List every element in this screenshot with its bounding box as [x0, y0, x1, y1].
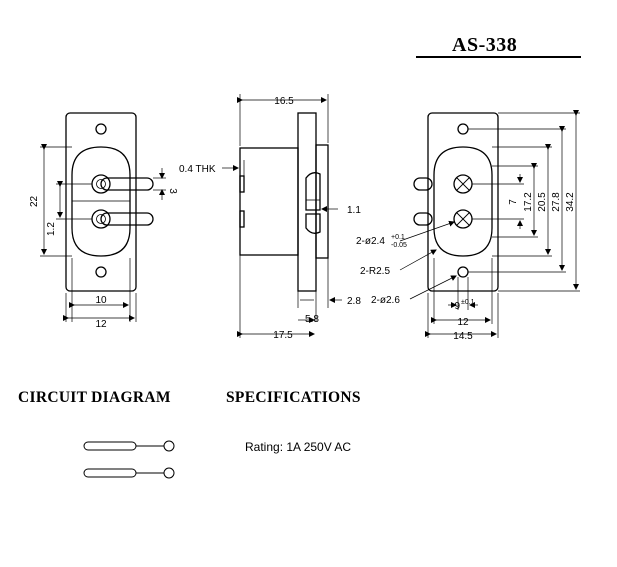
- dim-20-5: 20.5: [537, 192, 548, 212]
- dim-17-2: 17.2: [523, 192, 534, 212]
- specifications-heading: SPECIFICATIONS: [226, 389, 361, 406]
- rear-body-outline: [433, 146, 493, 257]
- dim-3: 3: [167, 188, 178, 194]
- circuit-pin-upper: [83, 441, 137, 451]
- rear-pin-lower: [413, 212, 433, 226]
- dim-hole-2-6: 2-ø2.6: [371, 295, 400, 306]
- front-view: [65, 112, 154, 292]
- side-pin-lower: [239, 210, 245, 228]
- side-pin-upper: [239, 175, 245, 193]
- rear-mount-hole-bottom: [457, 266, 469, 278]
- part-number-title: AS-338: [452, 34, 518, 56]
- circuit-diagram: [83, 440, 175, 479]
- side-body: [239, 147, 299, 256]
- rear-mount-hole-top: [457, 123, 469, 135]
- dim-hole-2-4: 2-ø2.4: [356, 236, 385, 247]
- rear-view: [413, 112, 499, 292]
- rear-pin-upper: [413, 177, 433, 191]
- dim-9: 9: [454, 301, 460, 312]
- dim-r-2-5: 2-R2.5: [360, 266, 390, 277]
- dim-10: 10: [95, 295, 107, 306]
- front-flange-plate: [65, 112, 137, 292]
- dim-0-4-thk: 0.4 THK: [179, 164, 216, 175]
- circuit-pin-lower: [83, 468, 137, 478]
- dim-2-8: 2.8: [347, 296, 361, 307]
- dim-1-2: 1.2: [46, 222, 57, 236]
- dim-22: 22: [29, 195, 40, 207]
- dim-9-tol: ±0.1: [461, 299, 475, 306]
- dim-17-5: 17.5: [273, 330, 293, 341]
- circuit-terminal-lower: [163, 467, 175, 479]
- side-view: [239, 112, 329, 292]
- dim-16-5: 16.5: [274, 96, 294, 107]
- side-flange: [297, 112, 317, 292]
- circuit-terminal-upper: [163, 440, 175, 452]
- side-collar: [315, 144, 329, 259]
- front-pin-upper: [100, 177, 154, 191]
- rear-dimensions: [399, 110, 580, 338]
- dim-hole-tol-bottom: -0.05: [391, 242, 407, 249]
- front-mount-hole-bottom: [95, 266, 107, 278]
- dim-7: 7: [508, 199, 519, 205]
- rating-spec: Rating: 1A 250V AC: [245, 440, 352, 454]
- rear-flange-plate: [427, 112, 499, 292]
- dim-1-1: 1.1: [347, 205, 361, 216]
- dim-hole-tol-top: +0.1: [391, 234, 405, 241]
- dim-12-front: 12: [95, 319, 107, 330]
- circuit-diagram-heading: CIRCUIT DIAGRAM: [18, 389, 171, 406]
- dim-27-8: 27.8: [551, 192, 562, 212]
- dim-34-2: 34.2: [565, 192, 576, 212]
- side-contact-lower: [305, 213, 321, 234]
- front-socket-opening: [71, 146, 131, 257]
- side-dimensions: [222, 94, 342, 338]
- front-dimensions: [40, 144, 166, 322]
- front-mount-hole-top: [95, 123, 107, 135]
- dim-12-rear: 12: [457, 317, 469, 328]
- front-pin-lower: [100, 212, 154, 226]
- side-contact-shape: [305, 172, 321, 211]
- dim-5-8: 5.8: [305, 314, 319, 325]
- dim-14-5: 14.5: [453, 331, 473, 342]
